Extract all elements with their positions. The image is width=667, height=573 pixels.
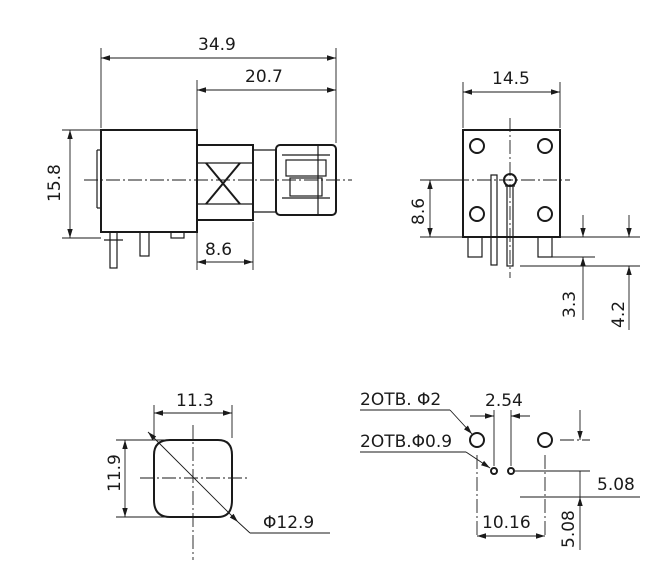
dim-diagonal: Φ12.9 (263, 513, 314, 533)
dim-spacing-y-2: 5.08 (559, 510, 579, 548)
front-view: 14.5 8.6 3.3 4.2 (409, 69, 640, 330)
dim-nut-length: 8.6 (205, 240, 232, 260)
pcb-layout: 2OTB. Φ2 2OTB.Φ0.9 2.54 10.16 5.08 5.08 (360, 390, 640, 550)
connector-body (100, 129, 198, 233)
dim-spacing-x: 10.16 (482, 513, 531, 533)
mount-hole-tl (469, 138, 485, 154)
dim-spacing-y: 5.08 (597, 475, 635, 495)
label-large-hole: 2OTB. Φ2 (360, 390, 441, 410)
pcb-hole-small-a (490, 467, 498, 475)
ground-pin (490, 174, 498, 266)
side-view: 34.9 20.7 15.8 8.6 (45, 35, 352, 270)
mount-hole-br (537, 206, 553, 222)
pcb-hole-small-b (507, 467, 515, 475)
dim-profile-width: 11.3 (176, 391, 214, 411)
dim-front-width: 14.5 (492, 69, 530, 89)
dim-pitch: 2.54 (485, 391, 523, 411)
mount-pin-left (109, 231, 118, 269)
dim-plug-length: 20.7 (245, 67, 283, 87)
dim-profile-height: 11.9 (105, 454, 125, 492)
pcb-hole-large-right (537, 432, 553, 448)
dim-center-height: 8.6 (409, 198, 429, 225)
mount-pin-right (139, 231, 150, 257)
mount-hole-tr (537, 138, 553, 154)
profile-view: Φ12.9 11.3 11.9 (105, 391, 330, 560)
mount-hole-bl (469, 206, 485, 222)
front-body (462, 129, 561, 238)
label-small-hole: 2OTB.Φ0.9 (360, 432, 452, 452)
dim-body-height: 15.8 (45, 164, 65, 202)
dim-pin-length-a: 3.3 (560, 291, 580, 318)
dim-pin-length-b: 4.2 (609, 301, 629, 328)
hex-nut (196, 144, 254, 221)
pcb-hole-large-left (469, 432, 485, 448)
dim-overall-length: 34.9 (198, 35, 236, 55)
